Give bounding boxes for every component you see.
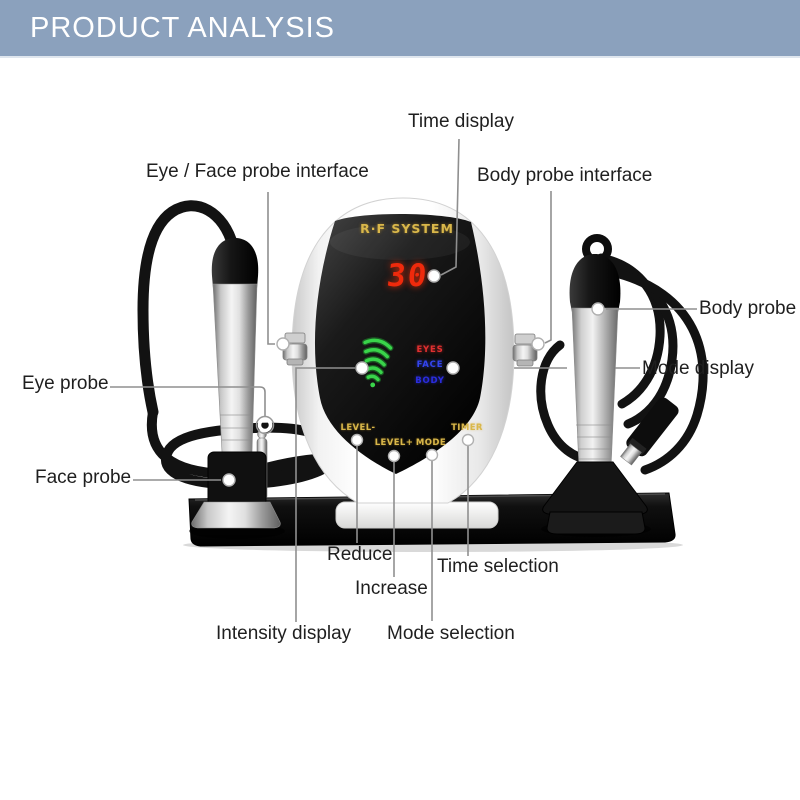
dot-intensity-display — [355, 361, 369, 375]
device-brand-text: R·F SYSTEM — [360, 221, 454, 236]
face-probe-holder — [191, 451, 281, 529]
callout-lines — [110, 138, 697, 622]
mode-indicator-face: FACE — [416, 360, 444, 370]
label-increase: Increase — [355, 578, 428, 599]
stand-base — [335, 501, 499, 529]
label-eye-probe: Eye probe — [22, 373, 109, 394]
control-panel — [314, 213, 486, 475]
dot-button-timer — [461, 433, 475, 447]
label-body-probe-interface: Body probe interface — [477, 165, 653, 186]
title-banner: PRODUCT ANALYSIS — [0, 0, 800, 58]
dot-body-probe — [591, 302, 605, 316]
callout-line-intensity-display — [295, 367, 355, 622]
dot-mode-display — [446, 361, 460, 375]
page-title: PRODUCT ANALYSIS — [30, 12, 336, 44]
cable-plug — [620, 397, 679, 466]
dot-face-probe — [222, 473, 236, 487]
body-probe-connector — [512, 333, 538, 367]
button-label-timer: TIMER — [451, 423, 483, 433]
dot-button-mode — [425, 448, 439, 462]
time-display-value: 30 — [385, 258, 431, 294]
eye-face-probe-connector — [282, 332, 308, 366]
dot-button-level-plus — [387, 449, 401, 463]
label-intensity-display: Intensity display — [216, 623, 352, 644]
button-label-mode: MODE — [415, 438, 447, 448]
callout-line-eye-face-interface — [267, 192, 275, 345]
body-probe-cable — [536, 253, 708, 475]
mode-indicator-eyes: EYES — [416, 345, 444, 355]
dot-eye-probe-ring — [255, 415, 275, 435]
dot-time-display — [427, 269, 441, 283]
label-time-selection: Time selection — [437, 556, 559, 577]
callout-dots — [222, 269, 605, 487]
label-eye-face-probe-interface: Eye / Face probe interface — [146, 161, 369, 182]
callout-line-time-display — [440, 138, 460, 276]
dot-button-level-minus — [350, 433, 364, 447]
label-face-probe: Face probe — [35, 467, 132, 488]
panel-gloss — [330, 224, 470, 260]
label-mode-display: Mode display — [642, 358, 754, 379]
label-reduce: Reduce — [327, 544, 393, 565]
body-probe-handle — [542, 234, 648, 535]
button-label-level-minus: LEVEL- — [340, 423, 376, 433]
label-mode-selection: Mode selection — [387, 623, 515, 644]
mode-indicator-body: BODY — [415, 376, 445, 386]
dot-eye-face-interface — [276, 337, 290, 351]
label-time-display: Time display — [408, 111, 514, 132]
button-label-level-plus: LEVEL+ — [374, 438, 414, 448]
eye-probe-handle — [211, 238, 259, 453]
label-body-probe: Body probe — [699, 298, 797, 319]
callout-line-body-interface — [544, 191, 552, 344]
callout-line-eye-probe — [110, 386, 266, 417]
dot-body-interface — [531, 337, 545, 351]
